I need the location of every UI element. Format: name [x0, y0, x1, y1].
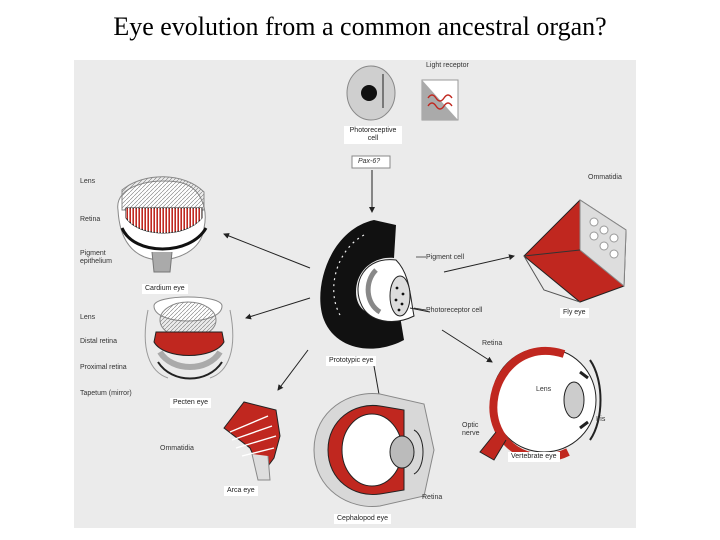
prototypic-eye-icon — [320, 220, 431, 349]
arrow-to-arca — [277, 349, 309, 391]
proximal-retina-label: Proximal retina — [80, 364, 127, 371]
arrow-to-vertebrate — [441, 329, 493, 363]
slide-title: Eye evolution from a common ancestral or… — [113, 12, 607, 41]
prototypic-eye-caption: Prototypic eye — [326, 356, 377, 366]
arca-eye-caption: Arca eye — [224, 486, 258, 496]
cephalopod-eye-caption: Cephalopod eye — [334, 514, 391, 524]
eye-evolution-figure: Light receptor Photoreceptive cell Pax-6… — [74, 60, 636, 528]
vertebrate-lens-label: Lens — [536, 386, 552, 393]
tapetum-label: Tapetum (mirror) — [80, 390, 132, 397]
light-receptor-icon — [421, 79, 459, 121]
photoreceptive-cell-label: Photoreceptive cell — [344, 126, 402, 144]
cephalopod-retina-label: Retina — [422, 494, 443, 501]
arca-eye-icon — [223, 401, 281, 481]
optic-nerve-label: Optic nerve — [462, 422, 480, 437]
fly-ommatidia-label: Ommatidia — [588, 174, 622, 181]
pecten-lens-label: Lens — [80, 314, 96, 321]
vertebrate-eye-caption: Vertebrate eye — [508, 452, 560, 462]
arrow-to-cardium — [223, 233, 311, 269]
pecten-eye-caption: Pecten eye — [170, 398, 212, 408]
cardium-retina-label: Retina — [80, 216, 101, 223]
fly-eye-caption: Fly eye — [560, 308, 589, 318]
vertebrate-iris-label: Iris — [596, 416, 606, 423]
photoreceptor-cell-label: Photoreceptor cell — [426, 307, 483, 314]
gene-label: Pax-6? — [358, 158, 381, 165]
arrow-to-pecten — [245, 297, 311, 320]
gene-label-box — [351, 155, 391, 169]
cephalopod-eye-icon — [313, 393, 435, 507]
cardium-pigment-epithelium-label: Pigment epithelium — [80, 250, 112, 265]
photoreceptor-cell-leader — [413, 307, 427, 311]
cardium-lens-label: Lens — [80, 178, 96, 185]
fly-eye-icon — [523, 199, 627, 303]
light-receptor-label: Light receptor — [426, 62, 469, 69]
distal-retina-label: Distal retina — [80, 338, 117, 345]
pecten-eye-icon — [144, 296, 234, 380]
arrow-to-fly — [443, 254, 515, 273]
vertebrate-eye-icon — [479, 347, 602, 462]
photoreceptive-cell-icon — [346, 65, 396, 121]
vertebrate-retina-label: Retina — [482, 340, 503, 347]
pigment-cell-label: Pigment cell — [426, 254, 465, 261]
arca-ommatidia-label: Ommatidia — [160, 445, 194, 452]
cardium-eye-caption: Cardium eye — [142, 284, 188, 294]
cardium-eye-icon — [117, 176, 208, 273]
